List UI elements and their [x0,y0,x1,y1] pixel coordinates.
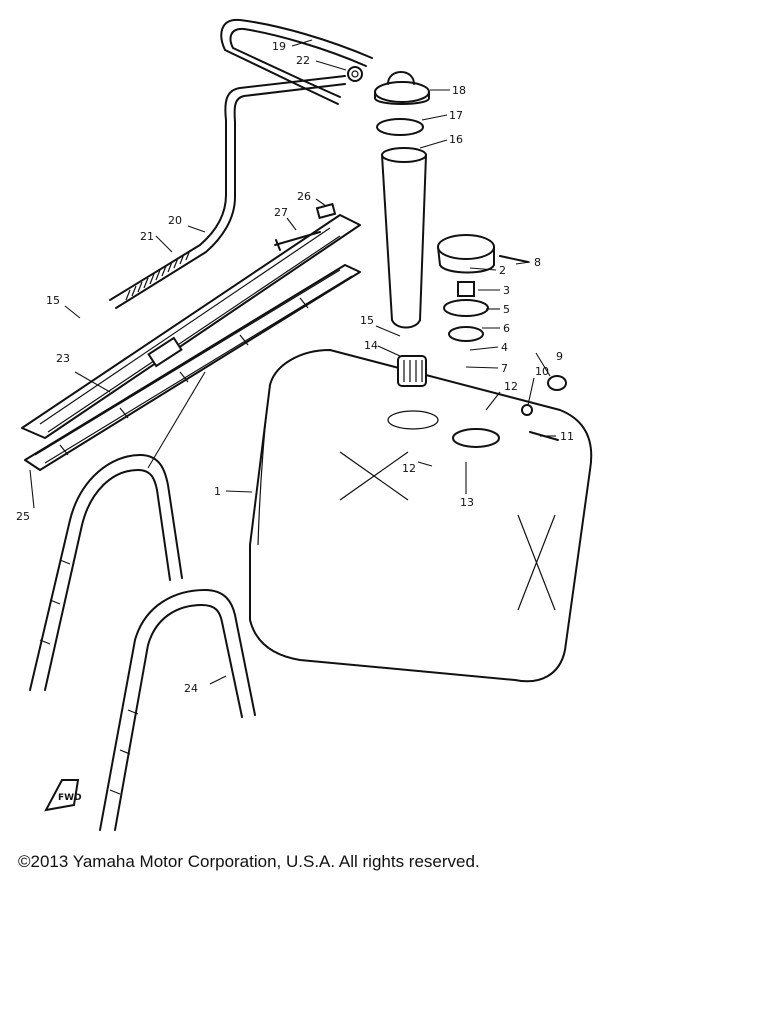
callout-10: 10 [535,365,549,378]
callout-11: 11 [560,430,574,443]
callout-1: 1 [214,485,221,498]
part-vent-hose [109,75,346,309]
part-fuel-strainer [397,355,427,387]
callout-labels: 19 22 18 17 16 26 20 27 21 8 2 3 5 15 15… [16,40,574,695]
callout-23: 23 [56,352,70,365]
callout-27: 27 [274,206,288,219]
callout-15-center: 15 [360,314,374,327]
copyright-notice: ©2013 Yamaha Motor Corporation, U.S.A. A… [18,852,480,871]
part-rubber-pad [24,264,361,471]
callout-18: 18 [452,84,466,97]
callout-21: 21 [140,230,154,243]
fuel-tank-exploded-view: FWD 19 22 18 1 [16,18,593,831]
svg-text:FWD: FWD [58,793,82,803]
part-bolt [274,231,321,251]
part-spring [457,281,475,297]
callout-5: 5 [503,303,510,316]
callout-17: 17 [449,109,463,122]
part-washer [448,326,484,342]
part-plug-9 [547,375,567,391]
callout-24: 24 [184,682,198,695]
part-hose-spring [125,249,191,301]
callout-19: 19 [272,40,286,53]
leader-lines [29,39,556,685]
part-hose-clamp [347,66,363,82]
callout-7: 7 [501,362,508,375]
part-tank-stay-rear [29,454,183,691]
callout-8: 8 [534,256,541,269]
part-filler-neck-tube [381,147,427,329]
part-screw-8 [499,255,529,263]
part-o-ring [376,118,424,136]
part-fuel-hose-loop [220,18,373,105]
callout-12-top: 12 [504,380,518,393]
callout-14: 14 [364,339,378,352]
part-tank-stay-front [99,589,256,831]
callout-9: 9 [556,350,563,363]
callout-13: 13 [460,496,474,509]
callout-20: 20 [168,214,182,227]
parts-diagram: FWD 19 22 18 1 [16,18,593,831]
callout-22: 22 [296,54,310,67]
part-cap-assembly [437,234,495,274]
callout-15-left: 15 [46,294,60,307]
callout-3: 3 [503,284,510,297]
callout-4: 4 [501,341,508,354]
forward-indicator: FWD [44,779,82,812]
part-tank-band-upper [21,214,361,439]
part-collar [315,202,337,220]
callout-26: 26 [297,190,311,203]
part-seal-plate [443,299,489,317]
part-fuel-tank [249,349,593,683]
callout-2: 2 [499,264,506,277]
part-nut-10 [521,404,533,416]
callout-6: 6 [503,322,510,335]
part-filler-cap [374,71,430,105]
callout-25: 25 [16,510,30,523]
callout-16: 16 [449,133,463,146]
callout-12-bottom: 12 [402,462,416,475]
